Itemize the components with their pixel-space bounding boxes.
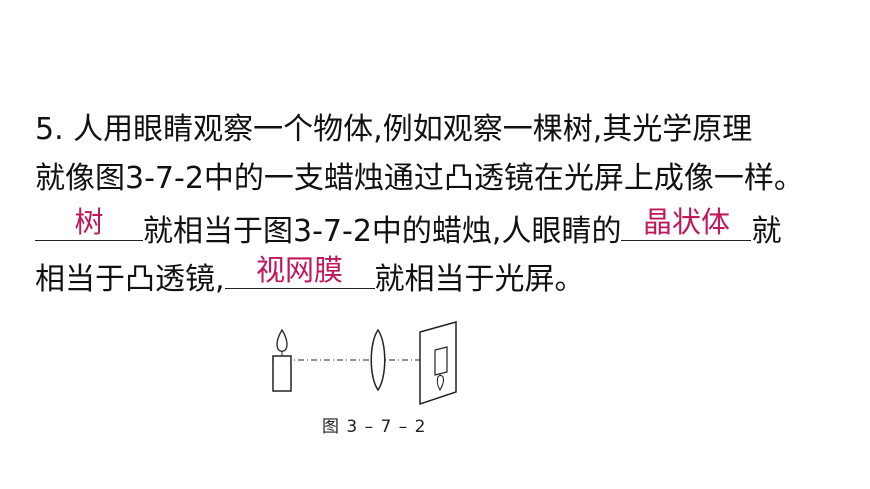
answer-blank-2[interactable]: 晶状体 — [621, 206, 752, 241]
question-text-line4-end: 就相当于光屏。 — [374, 262, 585, 297]
question-text-line2: 就像图3-7-2中的一支蜡烛通过凸透镜在光屏上成像一样。 — [35, 161, 804, 196]
inverted-flame-icon — [436, 374, 444, 392]
figure-caption: 图 3 – 7 – 2 — [322, 417, 427, 437]
candle-lens-screen-diagram — [272, 321, 457, 406]
inverted-image-frame — [434, 346, 448, 376]
question-text-line1: 5. 人用眼睛观察一个物体,例如观察一棵树,其光学原理 — [35, 112, 753, 147]
question-text-line3-mid: 就相当于图3-7-2中的蜡烛,人眼睛的 — [143, 214, 622, 249]
candle-flame-icon — [276, 328, 288, 352]
question-line-4: 相当于凸透镜, 视网膜 就相当于光屏。 — [35, 254, 585, 300]
answer-tree: 树 — [74, 205, 104, 239]
answer-blank-3[interactable]: 视网膜 — [224, 254, 375, 289]
question-text-line4-start: 相当于凸透镜, — [35, 262, 225, 297]
question-line-1: 5. 人用眼睛观察一个物体,例如观察一棵树,其光学原理 — [35, 110, 752, 150]
answer-blank-1[interactable]: 树 — [35, 206, 143, 241]
answer-retina: 视网膜 — [256, 253, 344, 287]
question-line-2: 就像图3-7-2中的一支蜡烛通过凸透镜在光屏上成像一样。 — [35, 159, 804, 199]
candle-body — [272, 355, 292, 392]
convex-lens — [370, 328, 386, 392]
question-line-3: 树 就相当于图3-7-2中的蜡烛,人眼睛的 晶状体 就 — [35, 206, 782, 252]
question-text-line3-end: 就 — [751, 214, 782, 249]
answer-crystalline-lens: 晶状体 — [642, 205, 730, 239]
